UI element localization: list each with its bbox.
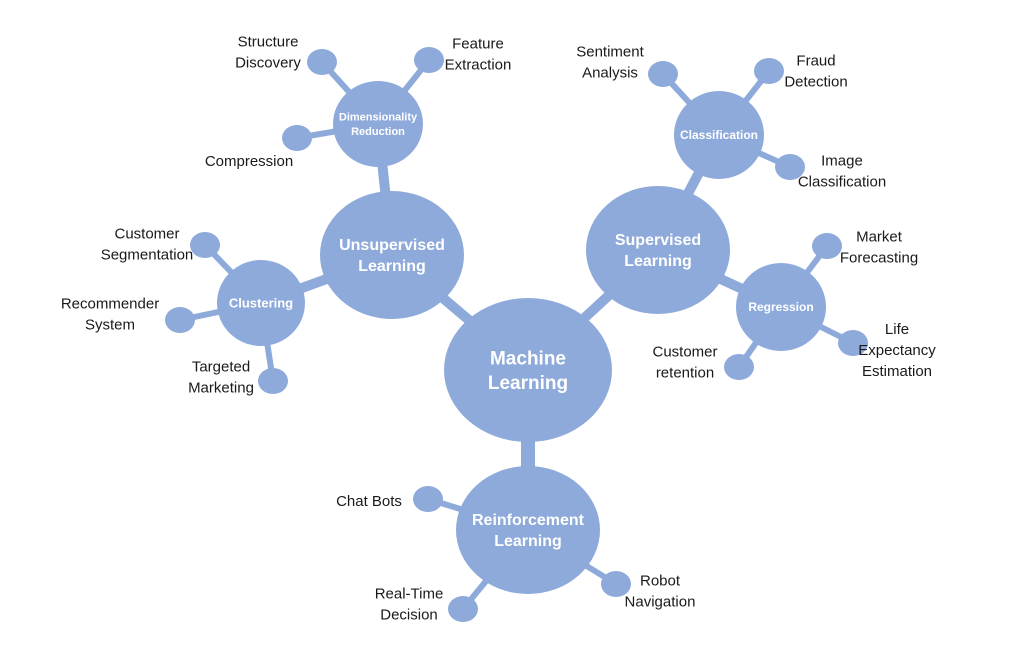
labels: MachineLearningUnsupervisedLearningSuper… — [61, 34, 936, 624]
market-forecasting-label-line-2: Forecasting — [840, 250, 918, 267]
root-label-line-2: Learning — [488, 373, 568, 394]
unsupervised-learning-node — [320, 191, 464, 319]
dimensionality-reduction-label-line-1: Dimensionality — [339, 112, 418, 124]
clustering-label-line-1: Clustering — [229, 296, 293, 311]
real-time-decision-dot — [448, 596, 478, 622]
reinforcement-learning-node — [456, 466, 600, 594]
supervised-learning-label-line-2: Learning — [624, 253, 692, 270]
compression-dot — [282, 125, 312, 151]
recommender-system-dot — [165, 307, 195, 333]
chat-bots-dot — [413, 486, 443, 512]
compression-label-line-1: Compression — [205, 153, 293, 170]
sentiment-analysis-dot — [648, 61, 678, 87]
nodes — [165, 47, 868, 622]
market-forecasting-label-line-1: Market — [856, 229, 903, 246]
supervised-learning-label-line-1: Supervised — [615, 232, 701, 249]
dimensionality-reduction-node — [333, 81, 423, 167]
image-classification-label-line-1: Image — [821, 153, 863, 170]
sentiment-analysis-label-line-2: Analysis — [582, 65, 638, 82]
customer-retention-label-line-2: retention — [656, 365, 714, 382]
structure-discovery-dot — [307, 49, 337, 75]
structure-discovery-label-line-2: Discovery — [235, 55, 301, 72]
root-label-line-1: Machine — [490, 348, 566, 369]
unsupervised-learning-label-line-1: Unsupervised — [339, 237, 445, 254]
customer-retention-dot — [724, 354, 754, 380]
chat-bots-label-line-1: Chat Bots — [336, 493, 402, 510]
targeted-marketing-label-line-2: Marketing — [188, 380, 254, 397]
regression-node — [736, 263, 826, 351]
unsupervised-learning-label-line-2: Learning — [358, 258, 426, 275]
root-node — [444, 298, 612, 442]
feature-extraction-dot — [414, 47, 444, 73]
real-time-decision-label-line-2: Decision — [380, 607, 438, 624]
supervised-learning-node — [586, 186, 730, 314]
image-classification-label-line-2: Classification — [798, 174, 886, 191]
clustering-node — [217, 260, 305, 346]
reinforcement-learning-label-line-2: Learning — [494, 533, 562, 550]
fraud-detection-label-line-2: Detection — [784, 74, 847, 91]
feature-extraction-label-line-2: Extraction — [445, 57, 512, 74]
robot-navigation-dot — [601, 571, 631, 597]
life-expectancy-label-line-1: Life — [885, 321, 909, 338]
customer-segmentation-dot — [190, 232, 220, 258]
customer-segmentation-label-line-2: Segmentation — [101, 247, 194, 264]
regression-label-line-1: Regression — [748, 300, 813, 314]
customer-retention-label-line-1: Customer — [652, 344, 717, 361]
dimensionality-reduction-label-line-2: Reduction — [351, 126, 405, 138]
customer-segmentation-label-line-1: Customer — [114, 226, 179, 243]
robot-navigation-label-line-2: Navigation — [625, 594, 696, 611]
real-time-decision-label-line-1: Real-Time — [375, 586, 444, 603]
image-classification-dot — [775, 154, 805, 180]
sentiment-analysis-label-line-1: Sentiment — [576, 44, 644, 61]
structure-discovery-label-line-1: Structure — [238, 34, 299, 51]
fraud-detection-dot — [754, 58, 784, 84]
classification-label-line-1: Classification — [680, 128, 758, 142]
feature-extraction-label-line-1: Feature — [452, 36, 504, 53]
fraud-detection-label-line-1: Fraud — [796, 53, 835, 70]
life-expectancy-label-line-3: Estimation — [862, 363, 932, 380]
reinforcement-learning-label-line-1: Reinforcement — [472, 512, 585, 529]
targeted-marketing-dot — [258, 368, 288, 394]
targeted-marketing-label-line-1: Targeted — [192, 359, 250, 376]
recommender-system-label-line-2: System — [85, 317, 135, 334]
robot-navigation-label-line-1: Robot — [640, 573, 681, 590]
recommender-system-label-line-1: Recommender — [61, 296, 159, 313]
market-forecasting-dot — [812, 233, 842, 259]
classification-node — [674, 91, 764, 179]
life-expectancy-label-line-2: Expectancy — [858, 342, 936, 359]
life-expectancy-dot — [838, 330, 868, 356]
